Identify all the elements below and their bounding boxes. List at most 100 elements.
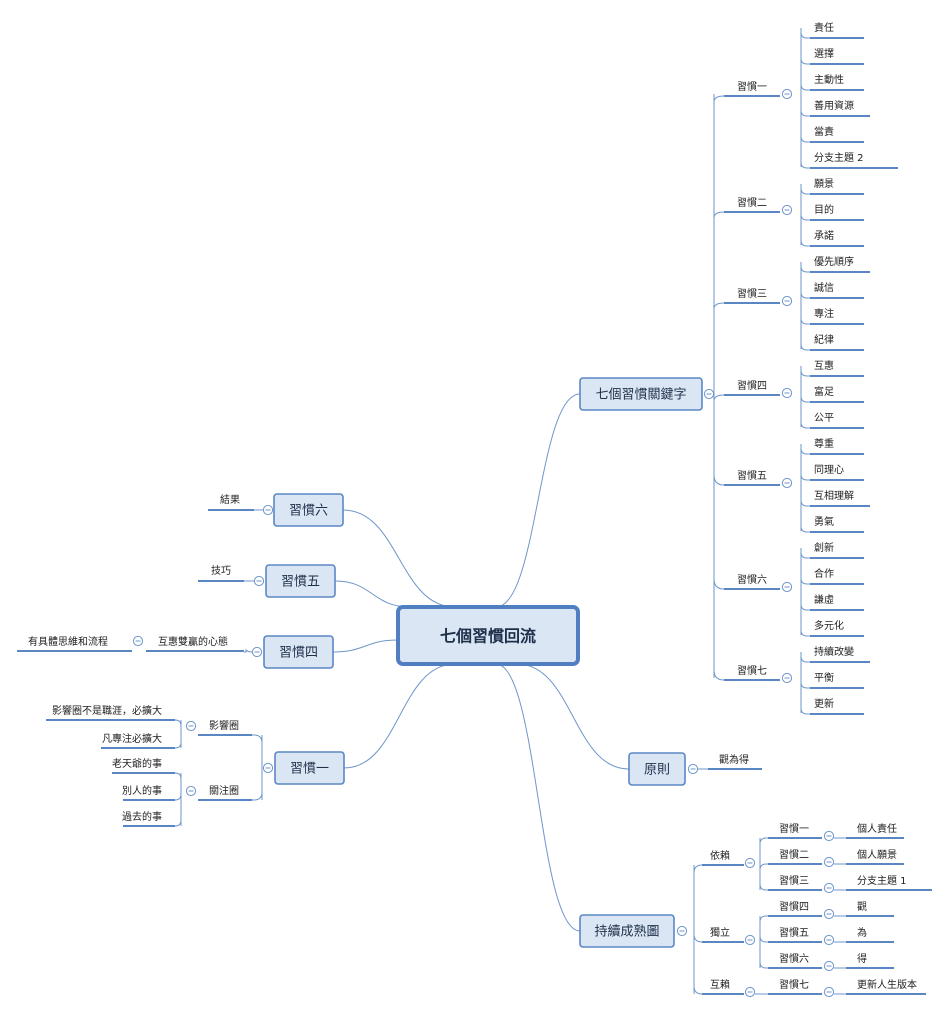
connector-line	[174, 772, 182, 780]
collapse-icon[interactable]	[744, 857, 756, 869]
collapse-icon[interactable]	[823, 986, 835, 998]
keyword-item: 公平	[814, 413, 834, 424]
maturity-habit-label: 習慣六	[779, 952, 809, 965]
keyword-group-label: 習慣六	[737, 573, 767, 586]
keyword-item: 互惠	[814, 359, 834, 372]
collapse-icon[interactable]	[781, 477, 793, 489]
topic-left-habit6[interactable]: 習慣六	[273, 493, 344, 527]
keyword-item: 專注	[814, 307, 834, 320]
connector-line	[800, 655, 810, 663]
maturity-leaf-label: 得	[857, 953, 867, 965]
maturity-leaf-label: 分支主題 1	[857, 875, 907, 887]
collapse-icon[interactable]	[185, 720, 197, 732]
collapse-icon[interactable]	[781, 204, 793, 216]
connector-line	[693, 985, 703, 995]
connector-line	[800, 577, 810, 585]
connector-center-habit4	[332, 639, 399, 653]
connector-line	[174, 741, 182, 749]
collapse-icon[interactable]	[744, 934, 756, 946]
collapse-icon[interactable]	[781, 672, 793, 684]
keyword-item: 願景	[814, 178, 834, 190]
collapse-icon[interactable]	[185, 785, 197, 797]
keyword-item: 平衡	[814, 672, 834, 684]
keyword-item: 尊重	[814, 437, 834, 450]
collapse-icon[interactable]	[823, 830, 835, 842]
connector-line	[713, 474, 725, 486]
collapse-icon[interactable]	[823, 908, 835, 920]
connector-line	[800, 83, 810, 91]
connector-line	[800, 213, 810, 221]
keyword-item: 善用資源	[814, 99, 854, 112]
keyword-item: 目的	[814, 203, 834, 216]
keyword-item: 多元化	[814, 619, 844, 632]
maturity-habit-label: 習慣二	[779, 848, 809, 861]
topic-keywords[interactable]: 七個習慣關鍵字	[579, 377, 703, 411]
connector-line	[759, 837, 768, 845]
collapse-icon[interactable]	[703, 388, 715, 400]
collapse-icon[interactable]	[823, 856, 835, 868]
connector-line	[800, 421, 810, 429]
keyword-item: 優先順序	[814, 255, 854, 268]
keyword-group-label: 習慣二	[737, 196, 767, 209]
keyword-item: 主動性	[814, 73, 844, 86]
collapse-icon[interactable]	[781, 88, 793, 100]
connector-line	[800, 291, 810, 299]
keyword-item: 創新	[814, 541, 834, 554]
topic-maturity[interactable]: 持續成熟圖	[579, 914, 675, 948]
connector-line	[713, 394, 725, 402]
connector-center-keywords	[495, 393, 581, 608]
maturity-group-label: 獨立	[710, 926, 730, 939]
principle-child-label: 觀為得	[719, 753, 749, 766]
collapse-icon[interactable]	[132, 635, 144, 647]
connector-line	[244, 648, 253, 653]
topic-maturity-box	[579, 914, 675, 948]
maturity-leaf-label: 觀	[857, 901, 867, 913]
keyword-item: 合作	[814, 567, 834, 580]
central-topic-box	[396, 605, 580, 666]
collapse-icon[interactable]	[823, 960, 835, 972]
habit4-grandchild-label: 有具體思維和流程	[28, 635, 108, 648]
connector-line	[759, 961, 768, 969]
connector-line	[713, 95, 725, 103]
collapse-icon[interactable]	[251, 646, 263, 658]
topic-principle-box	[628, 752, 686, 786]
keyword-item: 當責	[814, 125, 834, 138]
connector-line	[713, 211, 725, 219]
collapse-icon[interactable]	[262, 504, 274, 516]
habit1-group-label: 影響圈	[209, 719, 239, 732]
connector-line	[800, 395, 810, 403]
collapse-icon[interactable]	[262, 762, 274, 774]
habit1-item-label: 凡專注必擴大	[102, 732, 162, 745]
habit1-item-label: 老天爺的事	[112, 757, 162, 770]
maturity-habit-label: 習慣七	[779, 978, 809, 991]
topic-left-habit4[interactable]: 習慣四	[263, 635, 334, 669]
connector-line	[800, 681, 810, 689]
collapse-icon[interactable]	[676, 925, 688, 937]
connector-line	[759, 863, 768, 871]
topic-left-habit1[interactable]: 習慣一	[274, 751, 345, 785]
collapse-icon[interactable]	[253, 575, 265, 587]
connector-line	[800, 135, 810, 143]
topic-left-habit4-label: 習慣四	[279, 645, 318, 661]
keyword-item: 誠信	[814, 281, 834, 294]
collapse-icon[interactable]	[823, 934, 835, 946]
connector-line	[174, 819, 182, 827]
keyword-item: 選擇	[814, 47, 834, 60]
topic-principle[interactable]: 原則	[628, 752, 686, 786]
habit1-group-label: 關注圈	[209, 784, 239, 797]
connector-line	[713, 578, 725, 590]
collapse-icon[interactable]	[781, 387, 793, 399]
central-topic[interactable]: 七個習慣回流	[396, 605, 580, 666]
collapse-icon[interactable]	[687, 763, 699, 775]
topic-left-habit5[interactable]: 習慣五	[265, 564, 336, 598]
connector-center-habit6	[342, 509, 456, 608]
collapse-icon[interactable]	[781, 295, 793, 307]
connector-line	[800, 629, 810, 637]
collapse-icon[interactable]	[781, 581, 793, 593]
collapse-icon[interactable]	[823, 882, 835, 894]
collapse-icon[interactable]	[744, 986, 756, 998]
connector-line	[800, 525, 810, 533]
connector-line	[800, 317, 810, 325]
